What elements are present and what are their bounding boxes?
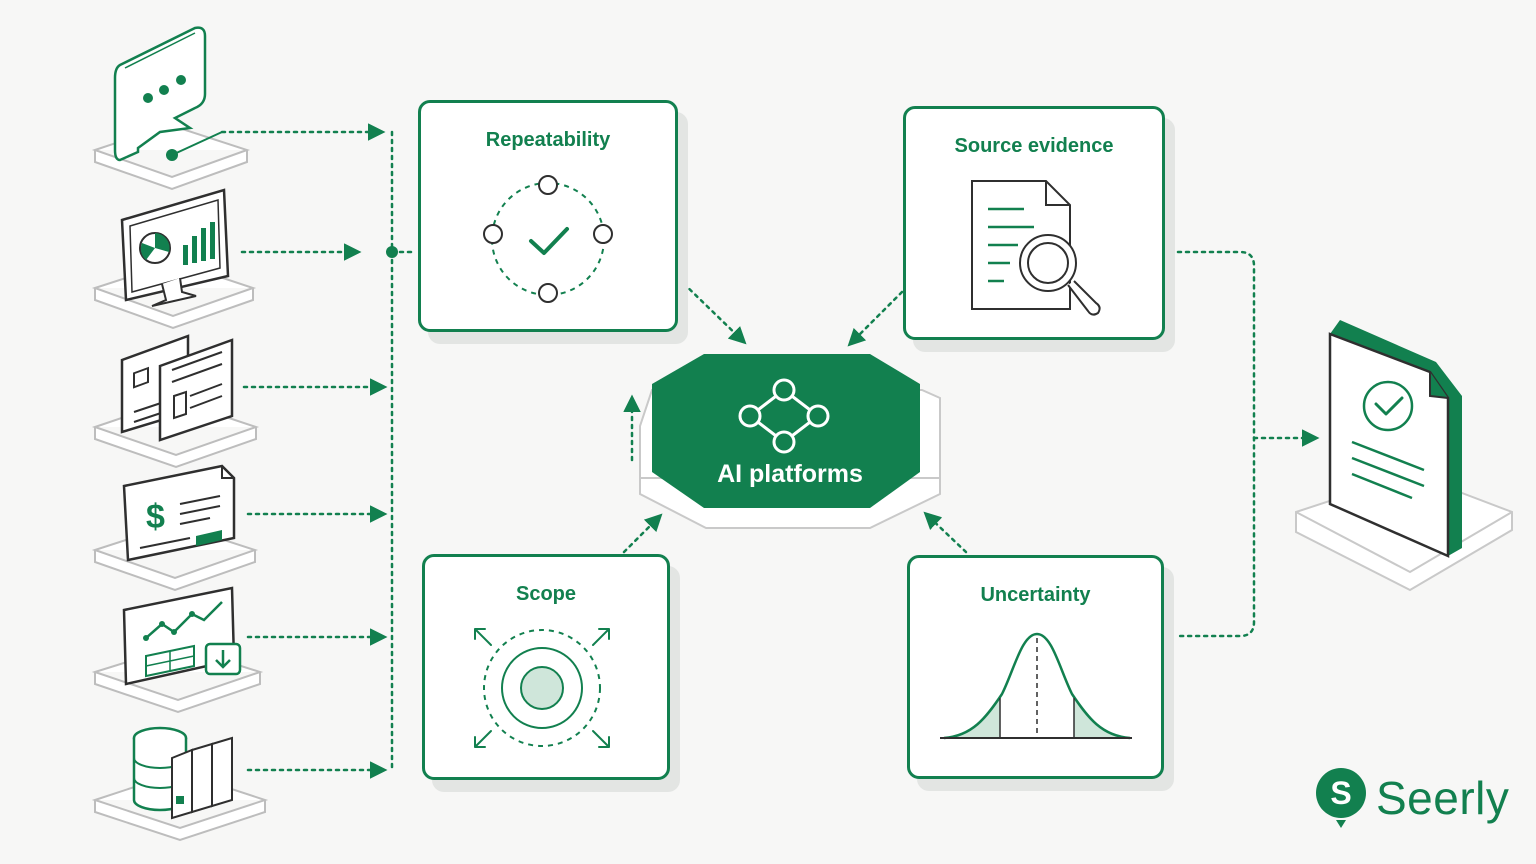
brand-logo: S Seerly [1314, 766, 1509, 830]
connector-evidence-hub [847, 290, 904, 347]
documents-icon [120, 334, 234, 442]
monitor-analytics-icon [120, 188, 230, 307]
card-uncertainty: Uncertainty [907, 555, 1164, 779]
seerly-logo-icon: S [1316, 768, 1366, 828]
card-repeatability-title: Repeatability [485, 129, 611, 151]
connector-scope-hub [622, 513, 663, 554]
database-servers-icon [132, 726, 233, 820]
svg-text:S: S [1330, 775, 1351, 811]
connector-uncertainty-hub [923, 511, 968, 554]
chat-bubble-icon [113, 26, 223, 162]
connector-repeatability-hub [676, 276, 747, 345]
junction-dot [386, 246, 398, 258]
connector-evidence-uncertainty [1174, 250, 1256, 638]
invoice-icon: $ [122, 464, 236, 562]
card-repeatability: Repeatability [418, 100, 678, 332]
hub-label: AI platforms [717, 460, 863, 488]
cycle-check-icon [483, 175, 613, 303]
sources-column: $ [91, 26, 269, 842]
target-expand-icon [474, 628, 610, 748]
brand-name: Seerly [1376, 772, 1510, 824]
bell-curve-icon [940, 632, 1132, 740]
svg-text:$: $ [146, 498, 165, 536]
trend-report-icon [122, 586, 242, 686]
card-uncertainty-title: Uncertainty [980, 584, 1091, 606]
card-source-evidence-title: Source evidence [954, 135, 1114, 157]
document-search-icon [971, 180, 1101, 316]
card-scope: Scope [422, 554, 670, 780]
card-scope-title: Scope [515, 583, 577, 605]
card-source-evidence: Source evidence [903, 106, 1165, 340]
